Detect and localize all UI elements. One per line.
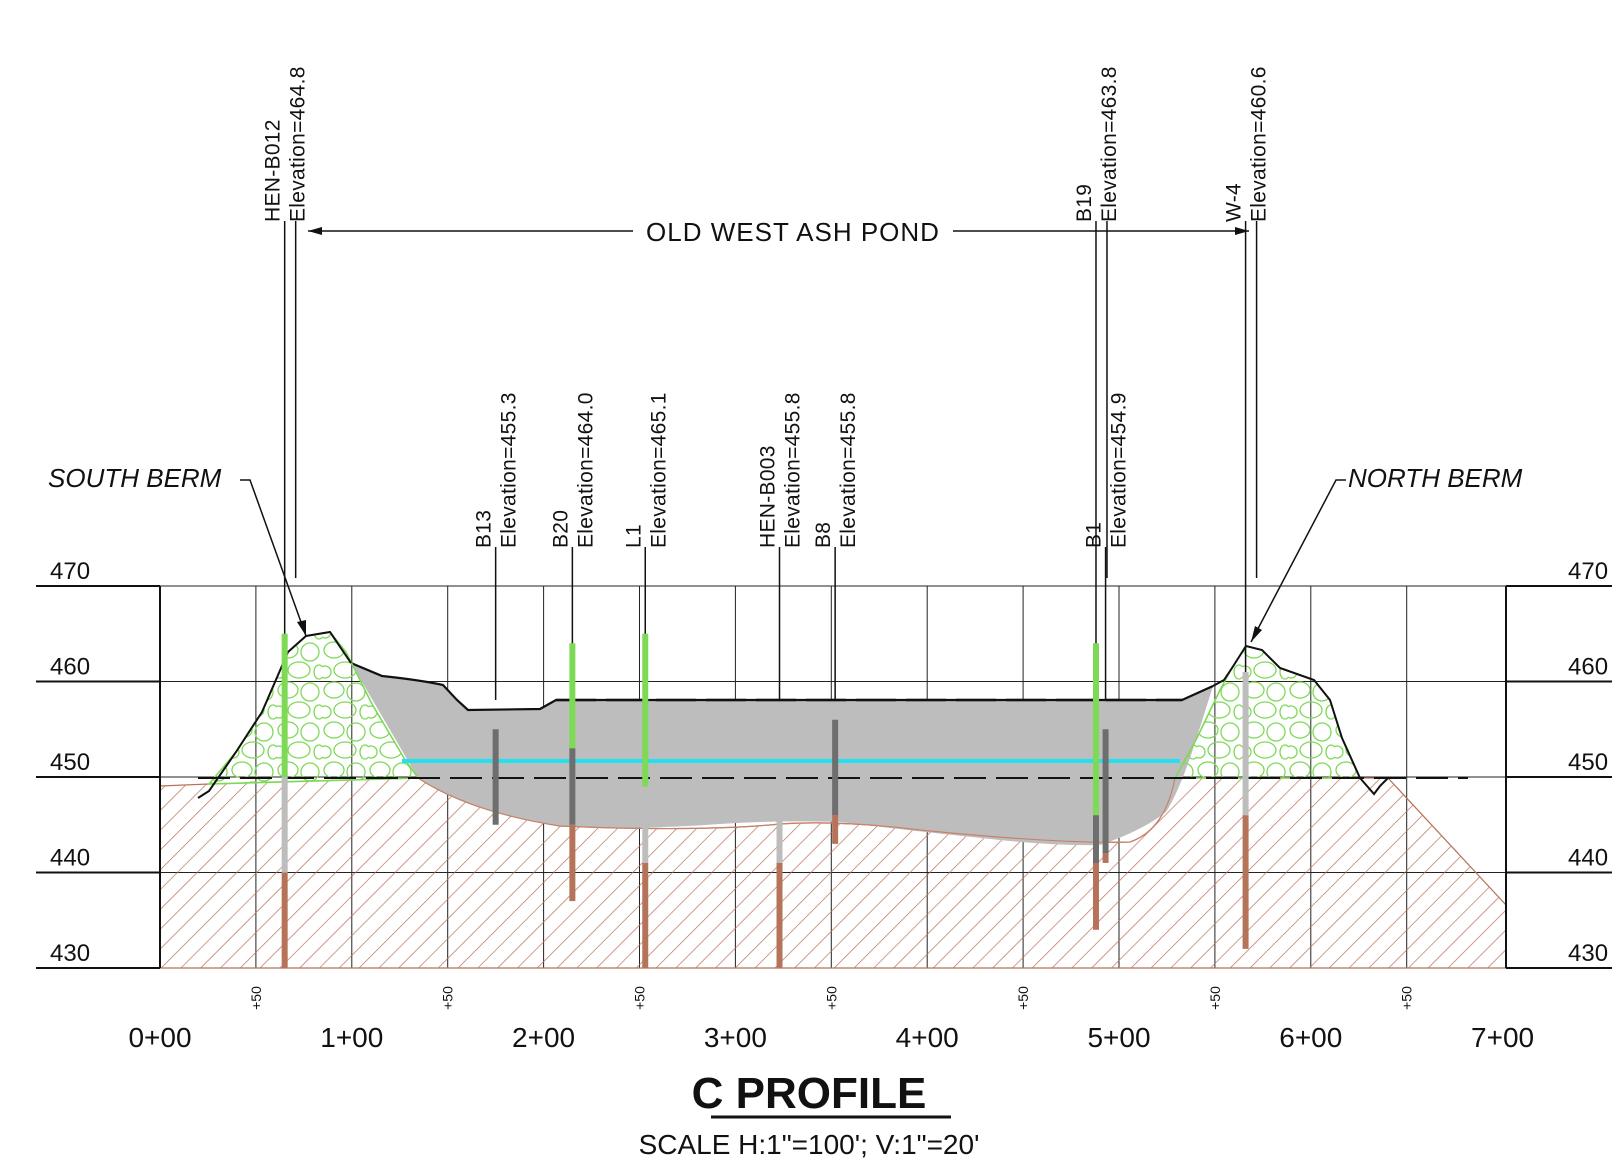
station-labels: 0+00 1+00 2+00 3+00 4+00 5+00 6+00 7+00 +50 +50 +5…: [128, 986, 1534, 1053]
elevation-label-right: 450: [1568, 749, 1608, 776]
elevation-label-left: 440: [50, 845, 90, 872]
south-berm-leader: [240, 479, 307, 637]
boring-elevation-label: Elevation=465.1: [647, 392, 670, 548]
station-label: 5+00: [1087, 1022, 1150, 1053]
station-label: 2+00: [512, 1022, 575, 1053]
elevation-ticks: 470 470 460 460 450 450 440 440 430 430: [36, 558, 1612, 969]
boring-id-label: W-4: [1223, 183, 1246, 222]
ash-bottom-line: [417, 777, 1176, 843]
station-label: 6+00: [1279, 1022, 1342, 1053]
station-label: 0+00: [128, 1022, 191, 1053]
north-berm-callout: NORTH BERM: [1348, 463, 1523, 493]
boring-id-label: L1: [622, 524, 645, 548]
elevation-label-left: 430: [50, 940, 90, 967]
station-half-label: +50: [248, 986, 264, 1010]
station-label: 4+00: [896, 1022, 959, 1053]
boring-id-label: B13: [473, 510, 496, 548]
station-half-label: +50: [1015, 986, 1031, 1010]
boring-elevation-label: Elevation=455.3: [498, 392, 521, 548]
ash-fill-top-line: [350, 661, 1214, 712]
elevation-label-right: 470: [1568, 558, 1608, 585]
station-label: 3+00: [704, 1022, 767, 1053]
north-berm-arrowhead: [1251, 626, 1262, 642]
elevation-label-right: 440: [1568, 845, 1608, 872]
profile-title: C PROFILE: [692, 1069, 927, 1118]
boring-elevation-label: Elevation=463.8: [1098, 66, 1121, 222]
elevation-label-left: 460: [50, 654, 90, 681]
boring-id-label: B8: [812, 522, 835, 548]
elevation-label-left: 470: [50, 558, 90, 585]
boring-id-label: B19: [1073, 184, 1096, 222]
station-half-label: +50: [1399, 986, 1415, 1010]
elevation-label-right: 460: [1568, 654, 1608, 681]
station-half-label: +50: [823, 986, 839, 1010]
boring-elevation-label: Elevation=455.8: [837, 392, 860, 548]
boring-elevation-label: Elevation=464.8: [287, 66, 310, 222]
elevation-label-right: 430: [1568, 940, 1608, 967]
north-berm-outline: [1212, 644, 1389, 796]
station-half-label: +50: [440, 986, 456, 1010]
scale-text: SCALE H:1"=100'; V:1"=20': [639, 1129, 980, 1160]
station-label: 7+00: [1471, 1022, 1534, 1053]
south-berm-arrowhead: [297, 620, 306, 636]
boring-id-label: B20: [549, 510, 572, 548]
boring-elevation-label: Elevation=464.0: [574, 392, 597, 548]
station-half-label: +50: [1207, 986, 1223, 1010]
boring-elevation-label: Elevation=460.6: [1248, 66, 1271, 222]
south-berm-outline: [197, 630, 352, 799]
boring-elevation-label: Elevation=455.8: [782, 392, 805, 548]
boring-elevation-label: Elevation=454.9: [1108, 392, 1131, 548]
boring-id-label: HEN-B012: [262, 119, 285, 222]
pond-label: OLD WEST ASH POND: [646, 217, 940, 247]
pond-dimension: [308, 227, 1249, 235]
south-berm-callout: SOUTH BERM: [48, 463, 222, 493]
elevation-label-left: 450: [50, 749, 90, 776]
boring-id-label: B1: [1083, 522, 1106, 548]
boring-id-label: HEN-B003: [757, 445, 780, 548]
north-berm-leader: [1250, 479, 1346, 643]
station-half-label: +50: [632, 986, 648, 1010]
ash-fill-area: [351, 663, 1213, 846]
station-label: 1+00: [320, 1022, 383, 1053]
